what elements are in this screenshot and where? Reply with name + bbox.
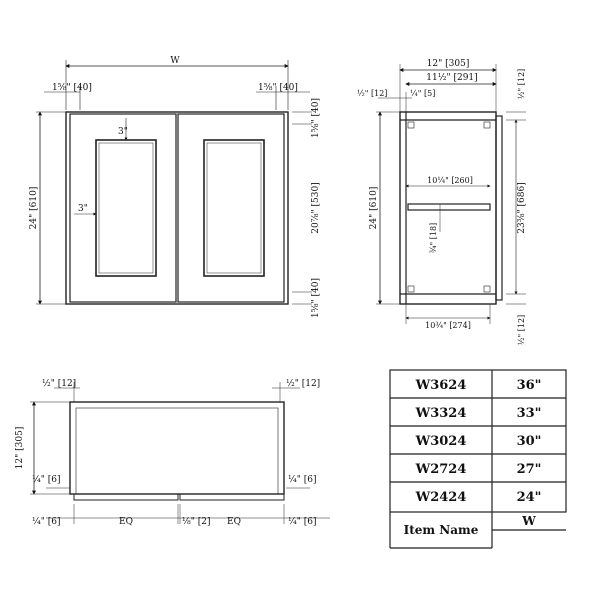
front-rail-top: 1⅝" [40] — [311, 98, 321, 138]
side-shelf-depth: 10¼" [260] — [427, 176, 473, 185]
side-shelf-thickness: ¾" [18] — [429, 223, 438, 253]
front-rail-bottom: 1⅝" [40] — [311, 278, 321, 318]
top-depth: 12" [305] — [15, 427, 25, 470]
front-stile-left: 1⅝" [40] — [52, 83, 92, 93]
top-door-left: ¼" [6] — [32, 474, 60, 485]
table-row-code: W3624 — [415, 378, 467, 393]
side-interior-depth: 11½" [291] — [426, 72, 477, 83]
side-height: 24" [610] — [369, 187, 379, 230]
front-opening: 20⅞" [530] — [311, 182, 321, 233]
front-panel-top: 3" — [118, 127, 128, 137]
table-row-value: 24" — [517, 490, 542, 505]
front-height: 24" [610] — [29, 187, 39, 230]
size-table — [389, 369, 567, 549]
table-row-value: 36" — [517, 378, 542, 393]
side-back-offset: ½" [12] — [357, 89, 387, 98]
table-row-value: 30" — [517, 434, 542, 449]
front-width-label: W — [170, 56, 180, 66]
top-gap-left: ¼" [6] — [32, 516, 60, 527]
table-header-width: W — [521, 514, 536, 528]
front-view — [36, 60, 312, 305]
side-top-thickness: ½" [12] — [517, 69, 526, 99]
front-panel-side: 3" — [78, 204, 88, 214]
table-header-item-name: Item Name — [404, 523, 479, 537]
size-table-text: W3624 36" W3324 33" W3024 30" W2724 27" W2424 24"… — [404, 378, 542, 537]
top-left-panel: ½" [12] — [42, 378, 76, 389]
top-right-panel: ½" [12] — [286, 378, 320, 389]
top-door-right: ¼" [6] — [288, 474, 316, 485]
top-view — [30, 382, 330, 524]
table-row-code: W2424 — [415, 490, 467, 505]
table-row-value: 33" — [517, 406, 542, 421]
table-row-code: W3324 — [415, 406, 467, 421]
top-center-gap: ⅛" [2] — [182, 517, 210, 527]
top-gap-right: ¼" [6] — [288, 516, 316, 527]
front-stile-right: 1⅝" [40] — [258, 83, 298, 93]
side-bottom-thickness: ½" [12] — [517, 315, 526, 345]
top-eq-left: EQ — [119, 517, 133, 527]
side-bottom-depth: 10¾" [274] — [425, 321, 471, 330]
table-row-value: 27" — [517, 462, 542, 477]
table-row-code: W3024 — [415, 434, 467, 449]
side-view — [376, 64, 526, 324]
table-row-code: W2724 — [415, 462, 467, 477]
top-eq-right: EQ — [227, 517, 241, 527]
side-back-thickness: ¼" [5] — [410, 89, 435, 98]
side-interior-height: 23⅜" [686] — [517, 182, 527, 233]
side-depth: 12" [305] — [427, 59, 470, 69]
